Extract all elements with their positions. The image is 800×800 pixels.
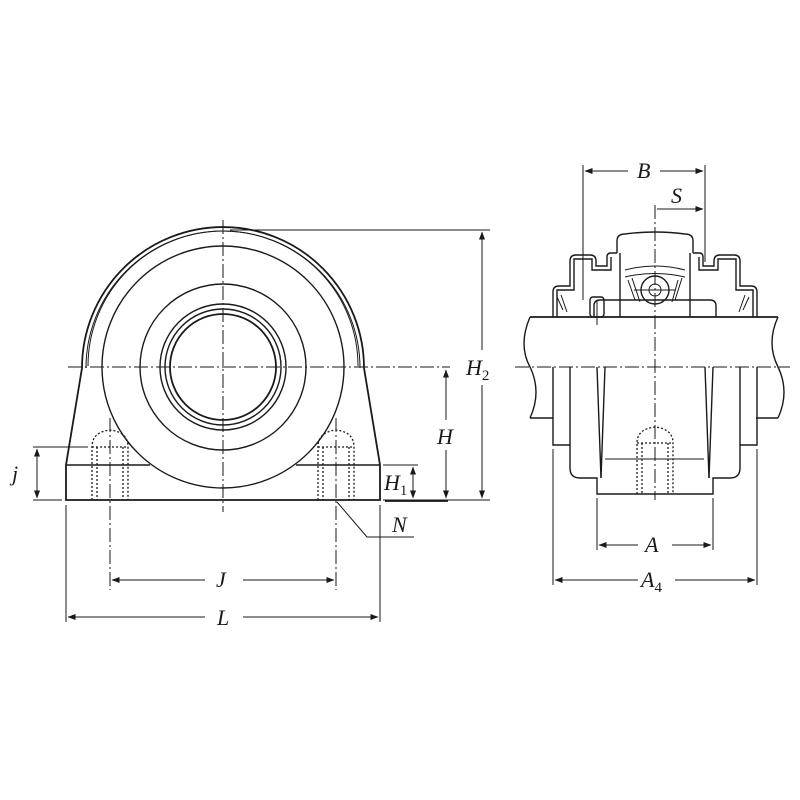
front-dimensions: H2 H H1 j N J L — [9, 229, 490, 630]
dim-label-H: H — [436, 424, 454, 449]
svg-text:H1: H1 — [383, 470, 407, 499]
shaft — [523, 316, 785, 419]
dim-label-N: N — [391, 512, 408, 537]
dim-label-B: B — [637, 158, 650, 183]
side-view — [515, 205, 790, 500]
dim-label-A4: A4 — [639, 567, 662, 596]
dim-label-L: L — [216, 605, 229, 630]
svg-text:H2: H2 — [465, 355, 489, 384]
dim-label-S: S — [671, 183, 682, 208]
dim-label-H1: H1 — [383, 470, 407, 499]
front-view — [65, 220, 450, 590]
side-dimensions: B S A A4 — [552, 158, 758, 596]
dim-label-J: J — [216, 567, 227, 592]
svg-text:A4: A4 — [639, 567, 662, 596]
dim-label-A: A — [643, 532, 659, 557]
front-centerlines — [68, 220, 450, 590]
dim-label-H2: H2 — [465, 355, 489, 384]
side-centerlines — [515, 205, 790, 500]
dim-label-j: j — [9, 461, 18, 486]
